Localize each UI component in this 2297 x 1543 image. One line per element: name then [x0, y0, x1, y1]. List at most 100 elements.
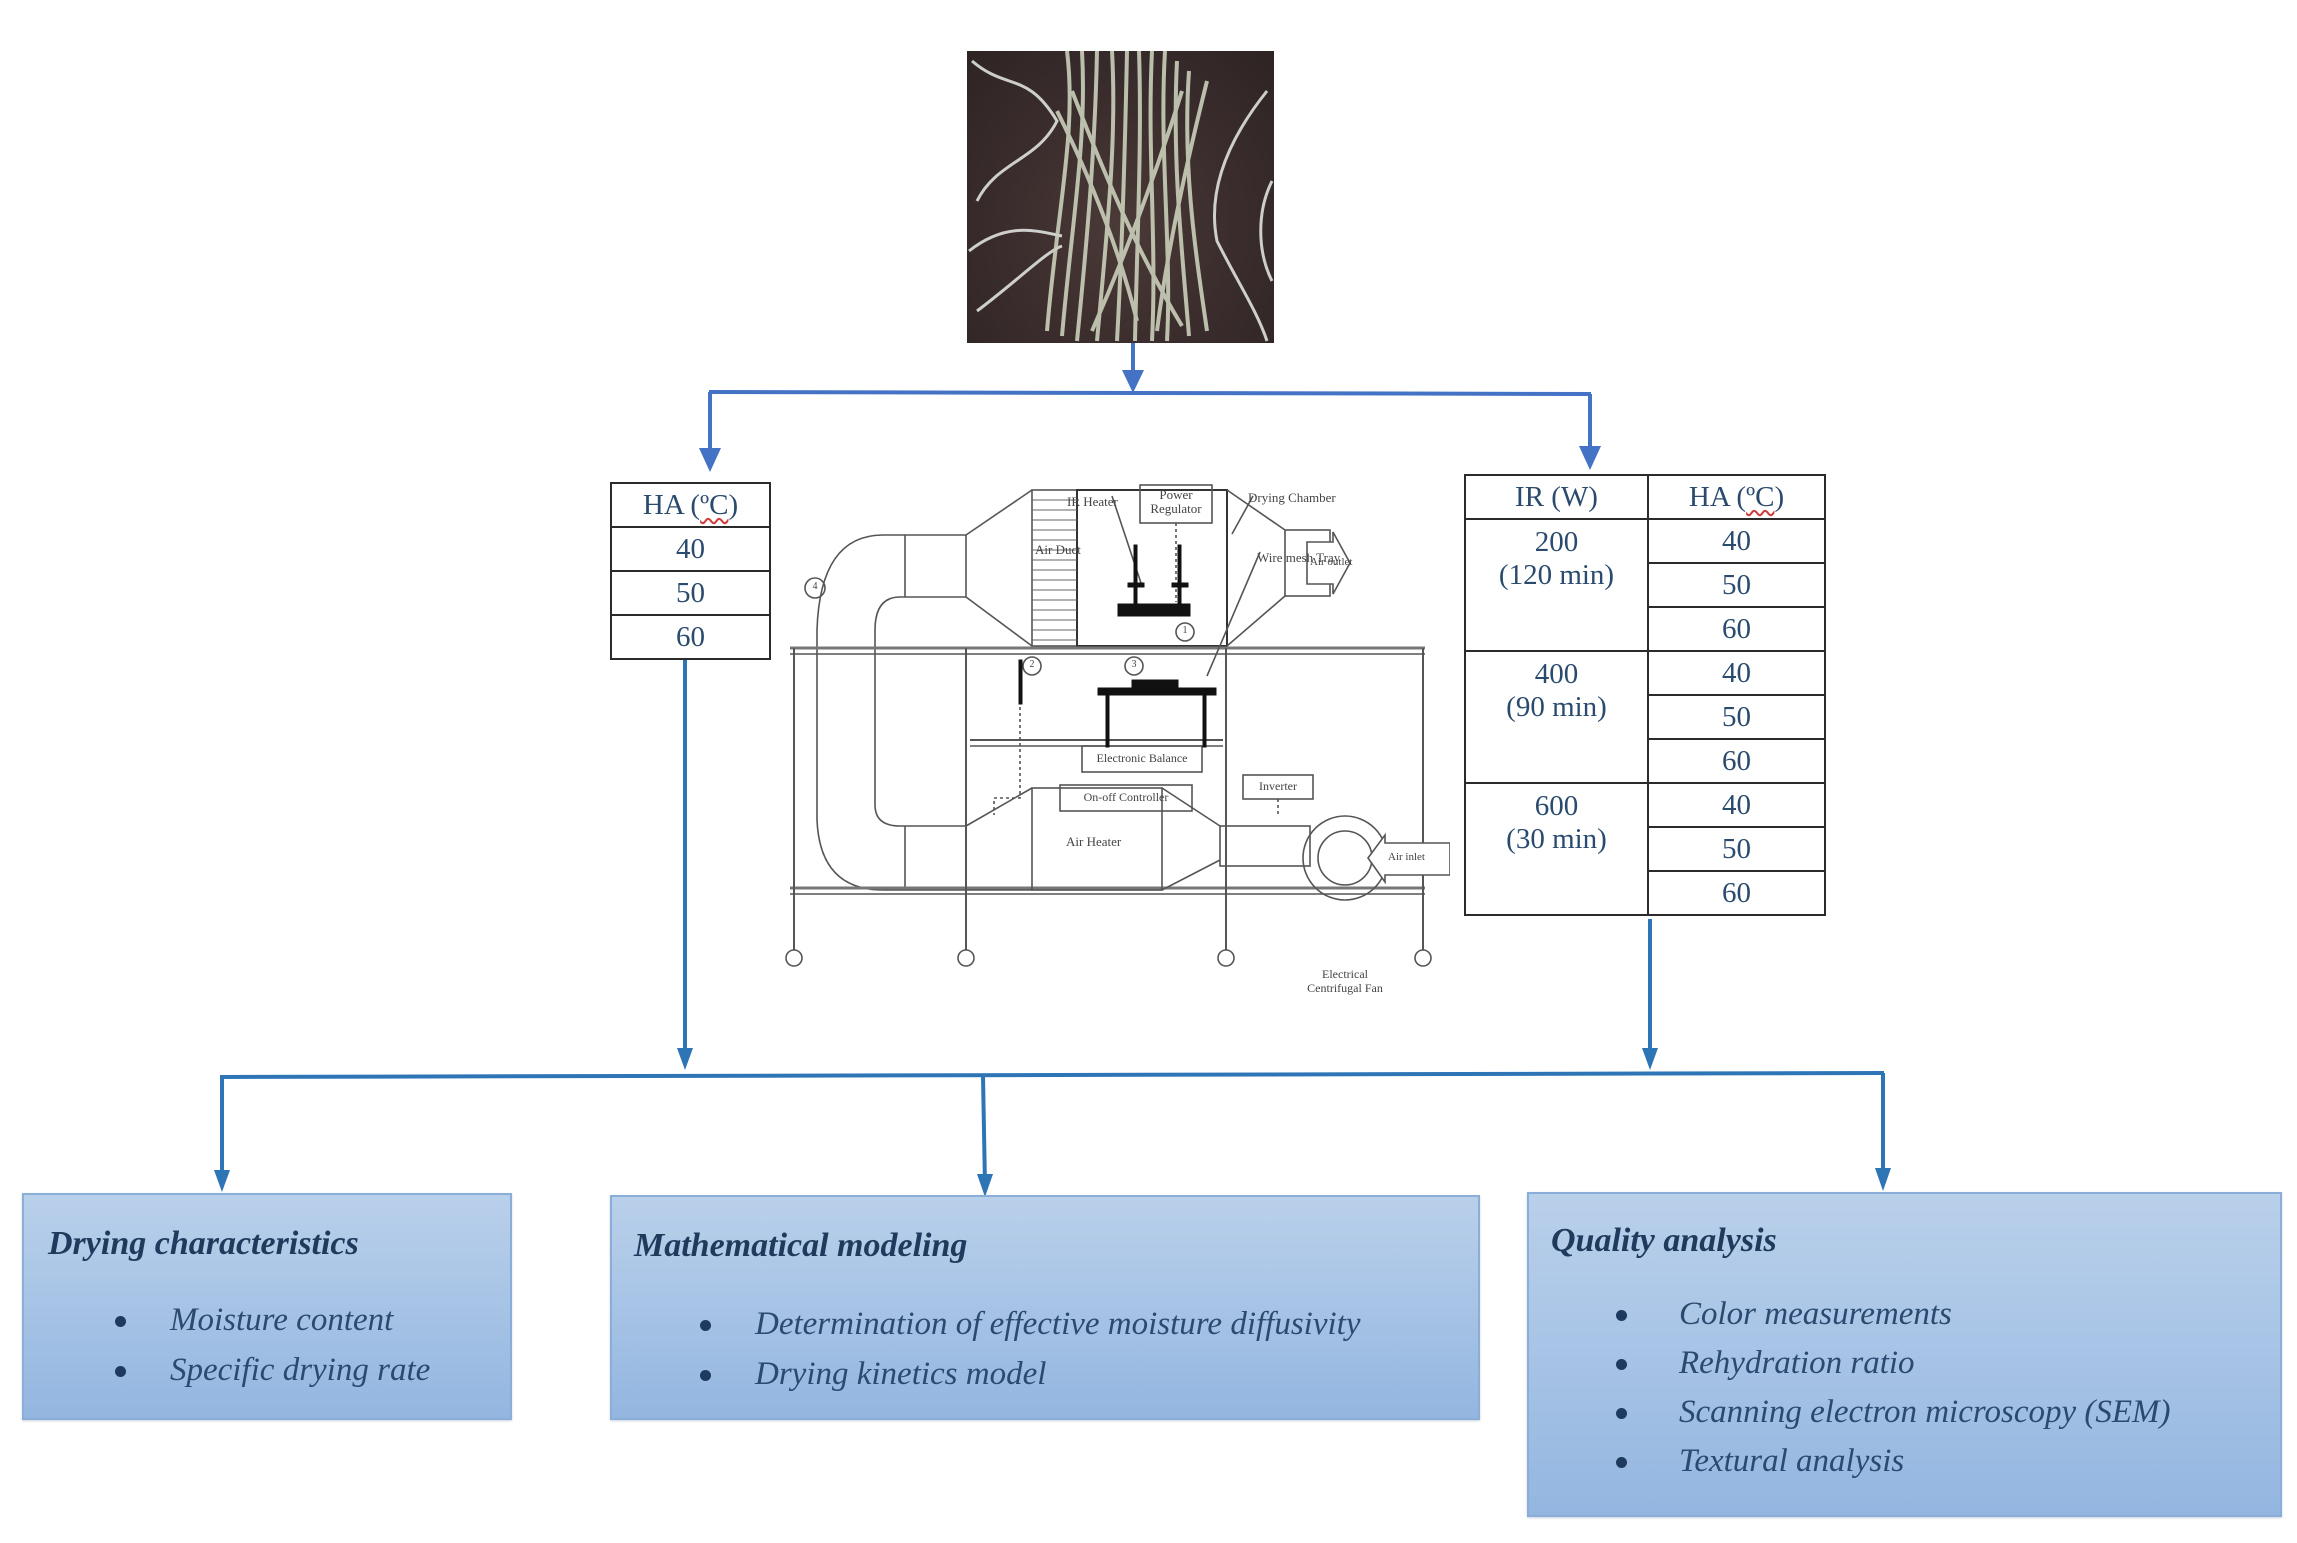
- table-row: 40: [610, 526, 771, 572]
- ir-power-value: 600: [1534, 790, 1579, 822]
- ha-value-cell: 60: [1647, 738, 1826, 784]
- marker-2: [1022, 656, 1042, 676]
- label-wire-mesh-tray: Wire mesh Tray: [1257, 550, 1341, 565]
- outlet-transition: [1226, 489, 1286, 531]
- quality-analysis-box: Quality analysis Color measurements Rehy…: [1527, 1192, 2282, 1517]
- air-duct-honeycomb: [1032, 499, 1077, 641]
- table-row: 60: [1465, 870, 1826, 916]
- marker-2-text: 2: [1029, 659, 1035, 670]
- table-header-row: IR (W) HA (ºC): [1464, 474, 1826, 520]
- label-power-regulator-line2: Regulator: [1150, 501, 1202, 516]
- bullet-icon: [1616, 1457, 1627, 1468]
- air-heater-box: [1031, 787, 1163, 891]
- arrowhead-drying: [214, 1170, 230, 1192]
- centrifugal-fan-inner: [1317, 830, 1373, 886]
- box-list: Color measurements Rehydration ratio Sca…: [1529, 1290, 2171, 1486]
- label-air-outlet: Air outlet: [1310, 556, 1353, 568]
- drying-characteristics-box: Drying characteristics Moisture content …: [22, 1193, 512, 1420]
- list-item-text: Moisture content: [170, 1302, 394, 1338]
- table-row: 50: [1465, 826, 1826, 872]
- arrowhead-ir-merge: [1642, 1048, 1658, 1070]
- label-inverter: Inverter: [1259, 779, 1297, 793]
- label-air-inlet: Air inlet: [1388, 851, 1425, 863]
- drying-chamber: [1076, 489, 1228, 647]
- list-item-text: Rehydration ratio: [1679, 1345, 1915, 1381]
- arrowhead-math: [977, 1174, 993, 1197]
- noodle-strands-icon: [968, 51, 1274, 342]
- heater-transition-left: [965, 787, 1033, 891]
- outlet-transition: [1226, 595, 1286, 647]
- tray-leg: [1202, 694, 1207, 748]
- box-list: Determination of effective moisture diff…: [612, 1299, 1360, 1399]
- bullet-icon: [1616, 1359, 1627, 1370]
- ha-value-cell: 40: [1647, 782, 1826, 828]
- ir-header-cell: IR (W): [1464, 474, 1649, 520]
- list-item: Scanning electron microscopy (SEM): [1529, 1388, 2171, 1437]
- ha-header-unit: ºC: [700, 488, 729, 521]
- list-item: Specific drying rate: [24, 1345, 430, 1395]
- ir-power-value: 400: [1534, 658, 1579, 690]
- tray-leg: [1105, 694, 1110, 748]
- bullet-icon: [1616, 1408, 1627, 1419]
- label-drying-chamber: Drying Chamber: [1248, 490, 1336, 505]
- ha-value-cell: 60: [1647, 606, 1826, 652]
- bullet-icon: [700, 1320, 711, 1331]
- list-item: Moisture content: [24, 1295, 430, 1345]
- bullet-icon: [115, 1366, 126, 1377]
- wheel-icon: [785, 949, 803, 967]
- marker-4-text: 4: [812, 581, 818, 592]
- marker-3-text: 3: [1131, 659, 1137, 670]
- transition: [965, 596, 1033, 647]
- table-row: 60: [1465, 606, 1826, 652]
- wire-mesh-leader: [1206, 551, 1261, 677]
- thermo-sensor: [1018, 659, 1023, 705]
- air-duct-block: [1031, 489, 1078, 647]
- list-item: Determination of effective moisture diff…: [612, 1299, 1360, 1349]
- ir-power-cell: 400 (90 min): [1464, 650, 1649, 784]
- ir-power-cell: 200 (120 min): [1464, 518, 1649, 652]
- ha-header-text: HA (: [642, 488, 701, 521]
- heater-rod: [1133, 544, 1138, 606]
- marker-1-text: 1: [1182, 625, 1188, 636]
- fan-duct: [1219, 825, 1311, 867]
- table-row: 60: [610, 614, 771, 660]
- label-power-regulator-line1: Power: [1159, 487, 1193, 502]
- arrowhead-ha-merge: [677, 1048, 693, 1070]
- mathematical-modeling-box: Mathematical modeling Determination of e…: [610, 1195, 1480, 1420]
- on-off-controller-box: [1059, 784, 1193, 812]
- box-title: Mathematical modeling: [634, 1227, 968, 1264]
- list-item-text: Scanning electron microscopy (SEM): [1679, 1394, 2171, 1430]
- ha-header-cell: HA (ºC): [610, 482, 771, 528]
- ha-value-cell: 50: [610, 570, 771, 616]
- heater-clip: [1127, 582, 1145, 588]
- ha-value-cell: 50: [1647, 562, 1826, 608]
- heater-transition-right: [1161, 787, 1221, 827]
- ha-value-cell: 50: [1647, 826, 1826, 872]
- ha-header-cell: HA (ºC): [1647, 474, 1826, 520]
- list-item: Rehydration ratio: [1529, 1339, 2171, 1388]
- ha-value-cell: 40: [1647, 518, 1826, 564]
- connector-bottom-horizontal: [219, 1071, 1885, 1079]
- ha-header-close: ): [728, 488, 739, 521]
- transition: [965, 489, 1033, 536]
- ha-value-cell: 50: [1647, 694, 1826, 740]
- table-row: 600 (30 min) 40: [1464, 782, 1826, 916]
- label-air-duct: Air Duct: [1035, 542, 1081, 557]
- controller-wire: [993, 695, 1021, 815]
- table-header-row: HA (ºC): [610, 482, 771, 528]
- ha-value-cell: 40: [1647, 650, 1826, 696]
- u-duct-outer: [816, 534, 966, 891]
- table-row: 60: [1465, 738, 1826, 784]
- electronic-balance-box: [1081, 745, 1203, 773]
- hot-air-temperature-table: HA (ºC) 40 50 60: [610, 482, 771, 660]
- label-electronic-balance: Electronic Balance: [1096, 751, 1188, 765]
- list-item-text: Color measurements: [1679, 1296, 1952, 1332]
- list-item-text: Drying kinetics model: [755, 1356, 1047, 1392]
- heater-clip: [1171, 582, 1189, 588]
- arrowhead-ir-table: [1579, 446, 1601, 470]
- ha-header-text: HA (: [1688, 480, 1747, 513]
- ha-header-close: ): [1774, 480, 1785, 513]
